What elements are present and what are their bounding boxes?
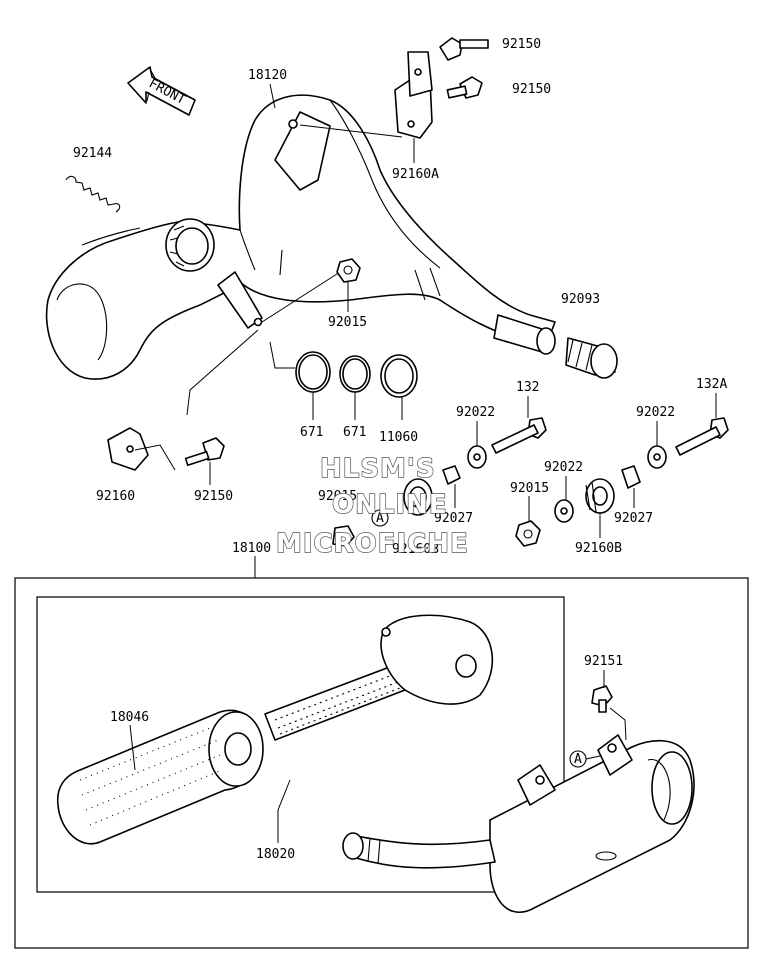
callout-18100: 18100 (232, 541, 271, 556)
callout-92093: 92093 (561, 292, 600, 307)
lower-mount-hardware: 92160 92150 (96, 427, 233, 504)
callout-92022-b: 92022 (636, 405, 675, 420)
watermark-line-2: ONLINE (332, 490, 448, 520)
callout-11060: 11060 (379, 430, 418, 445)
watermark: HLSM'S ONLINE MICROFICHE (275, 453, 469, 559)
watermark-line-3: MICROFICHE (276, 529, 469, 559)
flange-nut-upper: 92015 (328, 258, 367, 330)
callout-92027-a: 92027 (434, 511, 473, 526)
callout-92151: 92151 (584, 654, 623, 669)
o-rings-and-gasket: 671 671 11060 (269, 341, 418, 445)
rubber-damper: 92093 (561, 292, 618, 379)
reference-a-lower: A (574, 752, 582, 767)
callout-92022-c: 92022 (544, 460, 583, 475)
reference-mark-a-upper: A (371, 509, 389, 527)
callout-92150-low: 92150 (194, 489, 233, 504)
assembly-inner-frame (36, 596, 565, 893)
callout-92015-b: 92015 (318, 489, 357, 504)
callout-18046: 18046 (110, 710, 149, 725)
expansion-chamber: 18120 (45, 68, 556, 416)
watermark-line-1: HLSM'S (320, 454, 436, 484)
callout-92160B-a: 92160B (392, 542, 439, 557)
callout-671-b: 671 (343, 425, 366, 440)
reference-a-upper: A (376, 511, 384, 526)
callout-92160B-b: 92160B (575, 541, 622, 556)
silencer-mount-hardware-132: 132 92022 92027 92160B 92015 (318, 380, 547, 557)
muffler-body: 18020 A (256, 734, 695, 913)
silencer-packing: 18046 (56, 709, 264, 845)
callout-92015-c: 92015 (510, 481, 549, 496)
callout-92150-top: 92150 (502, 37, 541, 52)
silencer-assembly-group: 18100 (14, 541, 749, 949)
callout-92144: 92144 (73, 146, 112, 161)
callout-92160: 92160 (96, 489, 135, 504)
callout-92027-b: 92027 (614, 511, 653, 526)
assembly-outer-frame (14, 577, 749, 949)
callout-671-a: 671 (300, 425, 323, 440)
callout-92015-a: 92015 (328, 315, 367, 330)
callout-18020: 18020 (256, 847, 295, 862)
upper-mount-hardware: 92150 92150 92160A (392, 37, 551, 182)
callout-92160A: 92160A (392, 167, 439, 182)
spring: 92144 (65, 146, 121, 213)
callout-18120: 18120 (248, 68, 287, 83)
callout-92150-mid: 92150 (512, 82, 551, 97)
callout-132A: 132A (696, 377, 727, 392)
perforated-core-and-end-cap (264, 614, 494, 741)
muffler-bolt: 92151 (584, 654, 627, 741)
silencer-mount-hardware-132A: 132A 92022 92022 92027 92160B 92015 (510, 377, 729, 556)
front-direction-arrow: FRONT (127, 66, 196, 116)
callout-92022-a: 92022 (456, 405, 495, 420)
callout-132: 132 (516, 380, 539, 395)
